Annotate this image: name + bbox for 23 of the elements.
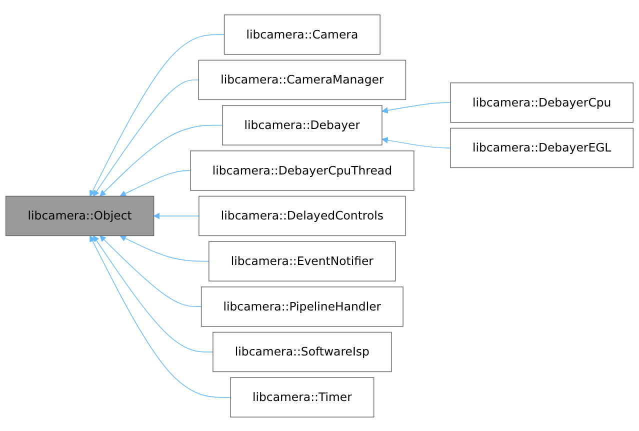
arrow	[382, 102, 451, 114]
arrow	[120, 234, 210, 262]
node-box: libcamera::DebayerEGL	[450, 127, 634, 168]
node-box: libcamera::Camera	[224, 14, 380, 54]
arrow	[382, 136, 451, 148]
arrow	[90, 34, 225, 196]
node-box: libcamera::Object	[6, 195, 154, 236]
arrow	[90, 234, 231, 398]
arrow	[100, 124, 223, 196]
node-box: libcamera::DebayerCpu	[450, 82, 634, 122]
node-box: libcamera::Timer	[230, 376, 374, 417]
arrow	[154, 212, 200, 219]
node-box: libcamera::SoftwareIsp	[212, 331, 392, 372]
node-box: libcamera::PipelineHandler	[200, 286, 404, 326]
node-box: libcamera::Debayer	[222, 104, 382, 145]
node-box: libcamera::CameraManager	[198, 59, 406, 100]
arrow	[92, 79, 199, 196]
node-box: libcamera::EventNotifier	[208, 240, 396, 281]
arrow	[100, 234, 202, 307]
arrow	[92, 234, 214, 352]
node-box: libcamera::DelayedControls	[198, 195, 406, 236]
arrow	[120, 170, 191, 196]
node-box: libcamera::DebayerCpuThread	[190, 150, 414, 190]
